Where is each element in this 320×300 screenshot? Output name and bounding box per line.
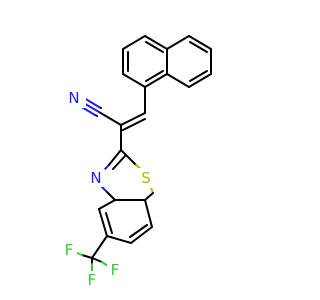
- bond: [105, 212, 113, 234]
- bond: [166, 35, 190, 50]
- acrylonitrile-chain: [79, 86, 146, 151]
- bond: [144, 199, 153, 228]
- bond: [130, 226, 153, 244]
- nitrile-nitrogen-label: N: [68, 89, 79, 107]
- bond: [105, 190, 116, 201]
- bond: [144, 35, 168, 50]
- bond: [83, 97, 100, 108]
- thiazole-sulfur-label: S: [141, 169, 151, 187]
- fluorine-label-3: F: [111, 261, 120, 279]
- bond: [145, 41, 164, 53]
- bond: [81, 254, 93, 259]
- thiazole-nitrogen-label: N: [90, 169, 101, 187]
- fluorine-label-2: F: [88, 271, 97, 289]
- bond: [112, 155, 126, 170]
- trifluoromethyl-group: [74, 235, 109, 275]
- bond: [122, 35, 146, 50]
- bond: [188, 35, 212, 50]
- bond: [145, 70, 164, 82]
- bond: [98, 208, 108, 237]
- molecule-structure: N N S F F F: [61, 35, 212, 289]
- fluorine-label-1: F: [65, 241, 74, 259]
- bond: [144, 73, 168, 88]
- bond: [189, 70, 208, 82]
- naphthalene-ring: [122, 35, 212, 88]
- bond: [98, 199, 116, 210]
- bond: [120, 149, 137, 166]
- bond: [98, 111, 122, 126]
- bond: [91, 235, 108, 259]
- bond: [129, 224, 148, 238]
- bond: [188, 73, 212, 88]
- bond: [189, 41, 208, 53]
- bond: [122, 73, 146, 88]
- bond: [166, 73, 190, 88]
- bond: [120, 112, 146, 126]
- bond: [122, 118, 146, 131]
- bond: [107, 149, 122, 167]
- bond: [91, 257, 103, 263]
- bond: [106, 235, 132, 244]
- benzothiazole-ring: [98, 149, 154, 244]
- bond: [144, 192, 154, 201]
- atom-labels: N N S F F F: [61, 89, 156, 289]
